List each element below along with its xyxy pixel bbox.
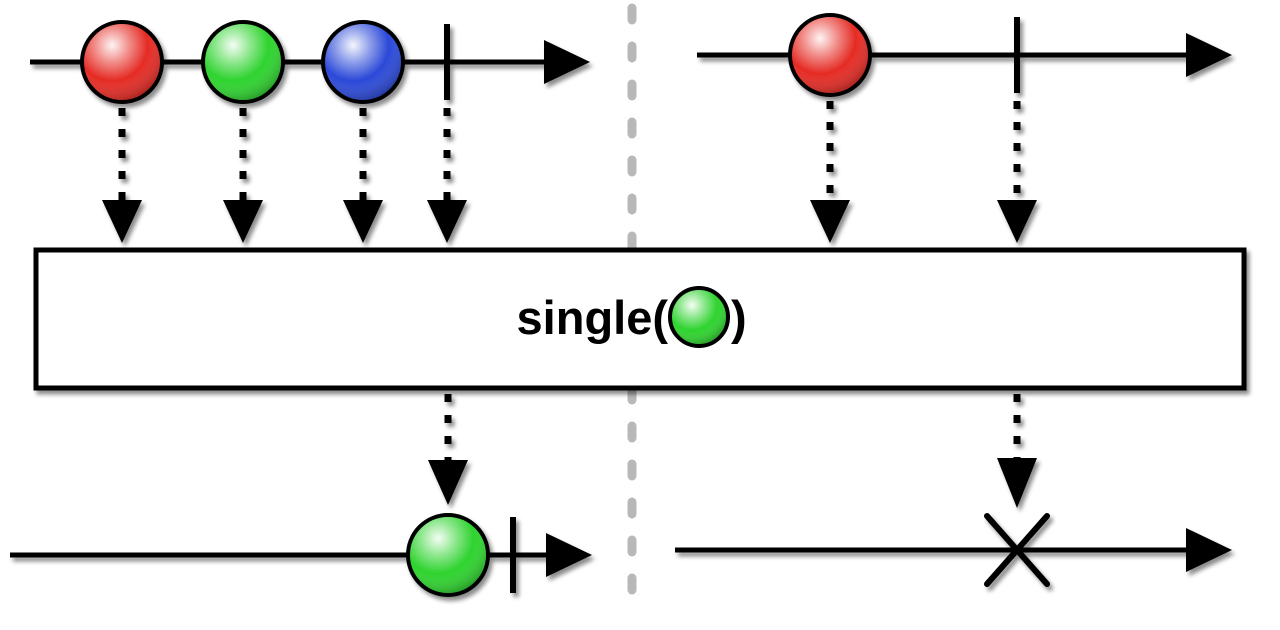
dashed-arrow (810, 101, 850, 243)
dashed-arrow (102, 108, 142, 243)
marble-green (201, 20, 285, 104)
dashed-arrow (223, 108, 263, 243)
operator-argument-marble-green (668, 286, 730, 348)
operator-label-open: single( (517, 291, 669, 344)
operator-box-frame (33, 247, 1247, 391)
right-input-timeline (697, 13, 1232, 97)
error-x-icon (984, 513, 1050, 587)
right-input-arrows (810, 101, 1037, 243)
marble-red (788, 13, 872, 97)
dashed-arrow (427, 108, 467, 243)
timeline-arrowhead-icon (544, 40, 590, 84)
dashed-arrow (343, 108, 383, 243)
dashed-arrow (428, 394, 468, 505)
operator-box: single( ) (33, 247, 1247, 391)
timeline-arrowhead-icon (1186, 33, 1232, 77)
left-input-arrows (102, 108, 467, 243)
timeline-arrowhead-icon (546, 533, 592, 577)
marble-red (80, 20, 164, 104)
right-output-timeline (675, 513, 1232, 587)
left-output-timeline (10, 513, 592, 597)
dashed-arrow (997, 394, 1037, 508)
marble-green (406, 513, 490, 597)
left-output-arrow (428, 394, 468, 505)
dashed-arrow (997, 101, 1037, 243)
right-output-arrow (997, 394, 1037, 508)
left-input-timeline (30, 20, 590, 104)
marble-blue (321, 20, 405, 104)
operator-label-close: ) (731, 291, 747, 344)
timeline-arrowhead-icon (1186, 528, 1232, 572)
